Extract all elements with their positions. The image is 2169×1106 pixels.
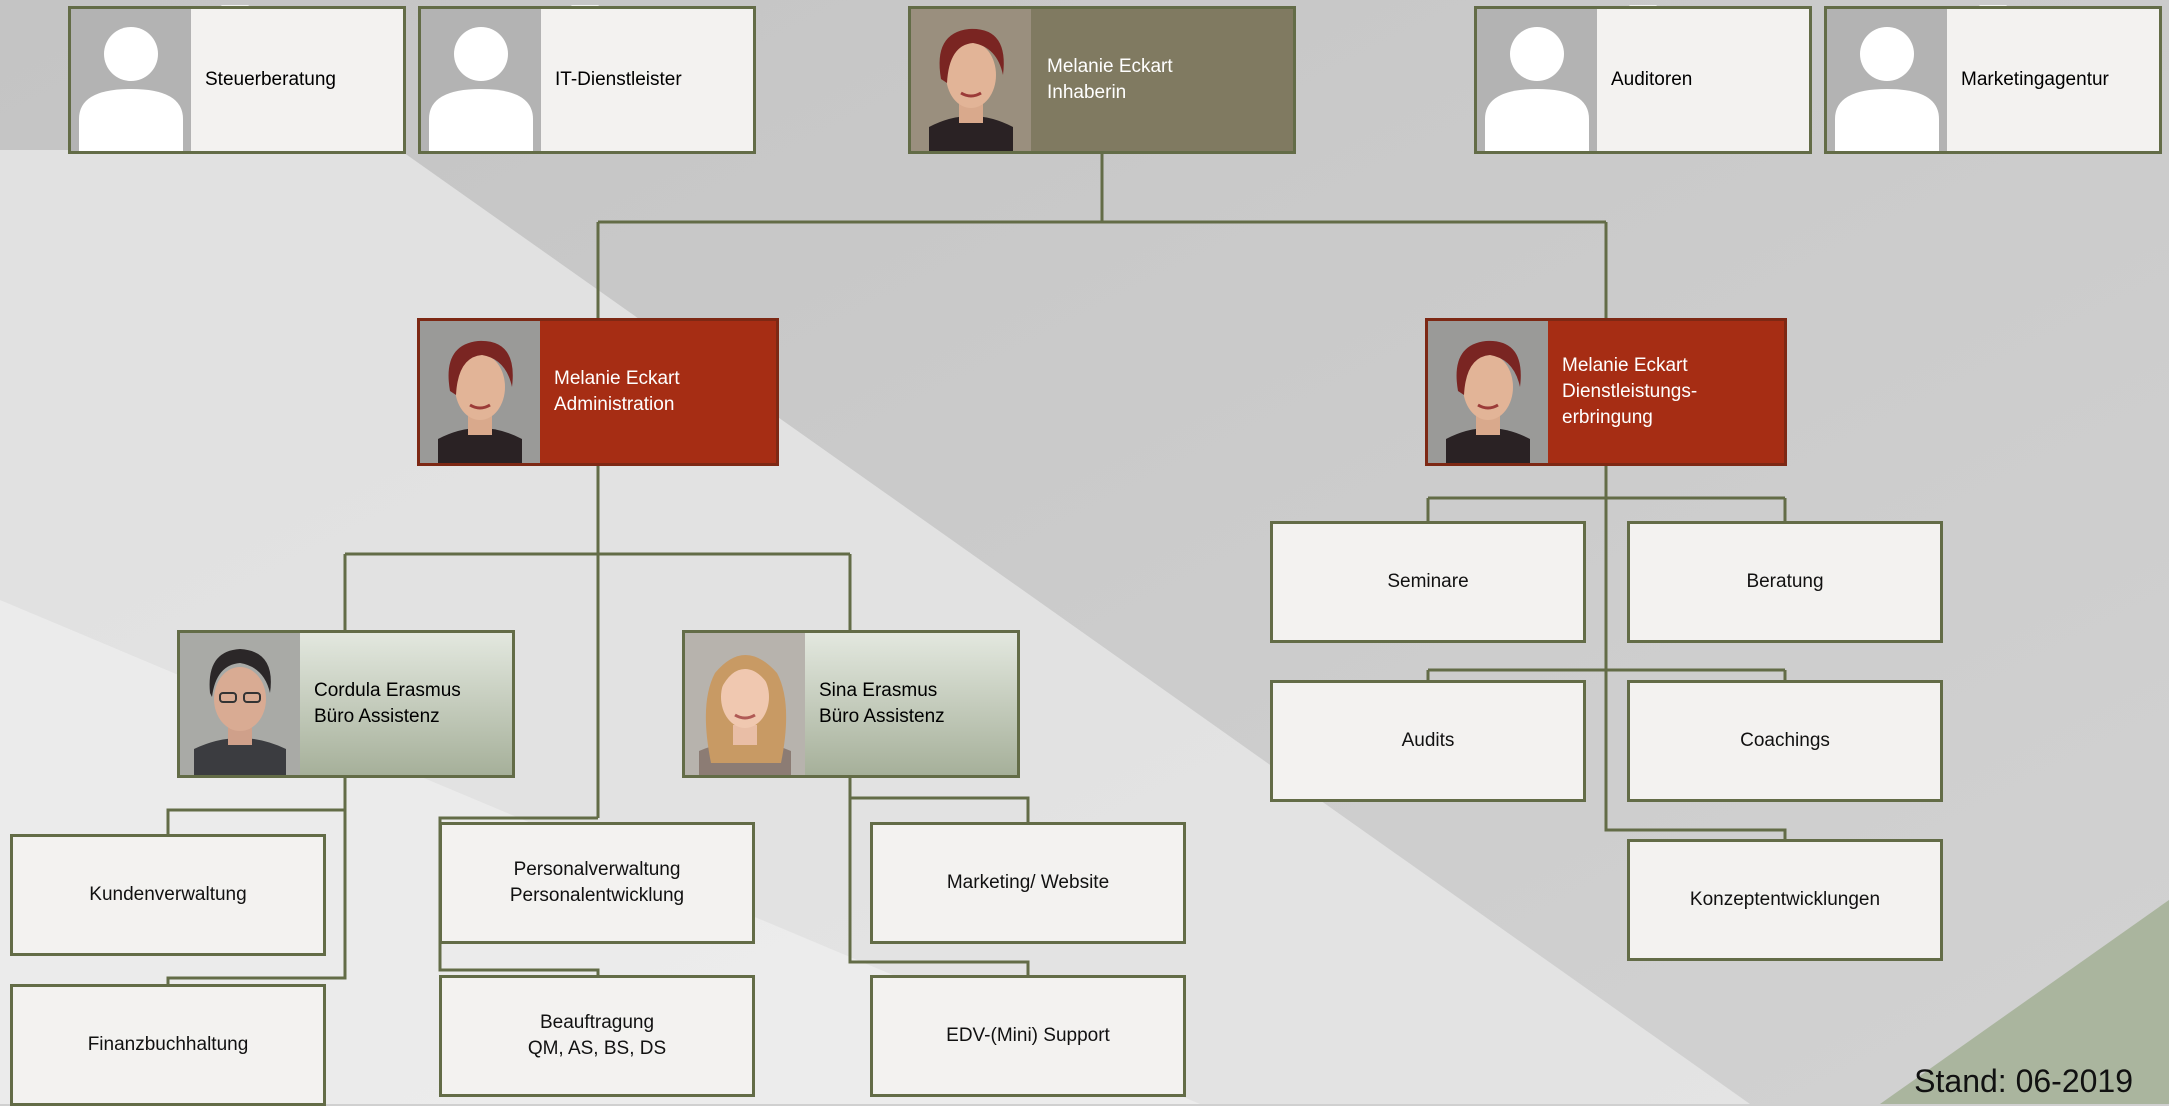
task-box-kundenverwaltung[interactable]: Kundenverwaltung	[10, 834, 326, 956]
manager-card-dienstleistung[interactable]: Melanie Eckart Dienstleistungs- erbringu…	[1425, 318, 1787, 466]
manager-photo	[1428, 321, 1548, 463]
partner-label: IT-Dienstleister	[555, 69, 682, 90]
task-label: Beratung	[1746, 571, 1824, 592]
person-placeholder-icon	[1827, 9, 1947, 151]
task-box-personal[interactable]: Personalverwaltung Personalentwicklung	[439, 822, 755, 944]
task-box-seminare[interactable]: Seminare	[1270, 521, 1586, 643]
partner-card-steuerberatung[interactable]: Steuerberatung	[68, 6, 406, 154]
partner-label: Marketingagentur	[1961, 69, 2109, 90]
task-label: Finanzbuchhaltung	[87, 1034, 249, 1055]
task-box-audits[interactable]: Audits	[1270, 680, 1586, 802]
task-label: Audits	[1401, 730, 1455, 751]
manager-photo	[420, 321, 540, 463]
person-placeholder-icon	[1477, 9, 1597, 151]
task-label: QM, AS, BS, DS	[527, 1038, 667, 1059]
task-box-finanzbuchhaltung[interactable]: Finanzbuchhaltung	[10, 984, 326, 1106]
partner-label: Auditoren	[1611, 69, 1693, 90]
task-label: Marketing/ Website	[946, 872, 1110, 893]
task-label: Konzeptentwicklungen	[1689, 889, 1881, 910]
task-box-beauftragung[interactable]: Beauftragung QM, AS, BS, DS	[439, 975, 755, 1097]
partner-card-marketingagentur[interactable]: Marketingagentur	[1824, 6, 2162, 154]
partner-label: Steuerberatung	[205, 69, 336, 90]
manager-name: Melanie Eckart	[554, 368, 680, 389]
owner-photo	[911, 9, 1031, 151]
task-label: Kundenverwaltung	[89, 884, 247, 905]
assistant-role: Büro Assistenz	[819, 706, 945, 727]
manager-name: Melanie Eckart	[1562, 355, 1688, 376]
assistant-photo	[685, 633, 805, 775]
manager-role-line: Dienstleistungs-	[1562, 381, 1698, 402]
task-box-marketing-website[interactable]: Marketing/ Website	[870, 822, 1186, 944]
stand-date: Stand: 06-2019	[1914, 1063, 2133, 1099]
assistant-card-sina[interactable]: Sina Erasmus Büro Assistenz	[682, 630, 1020, 778]
partner-card-it-dienstleister[interactable]: IT-Dienstleister	[418, 6, 756, 154]
manager-card-administration[interactable]: Melanie Eckart Administration	[417, 318, 779, 466]
assistant-photo	[180, 633, 300, 775]
owner-card[interactable]: Melanie Eckart Inhaberin	[908, 6, 1296, 154]
task-label: Seminare	[1387, 571, 1469, 592]
assistant-name: Cordula Erasmus	[314, 680, 461, 701]
task-box-beratung[interactable]: Beratung	[1627, 521, 1943, 643]
assistant-card-cordula[interactable]: Cordula Erasmus Büro Assistenz	[177, 630, 515, 778]
person-placeholder-icon	[421, 9, 541, 151]
manager-role-line: erbringung	[1562, 407, 1653, 428]
manager-role-line: Administration	[554, 394, 675, 415]
task-label: Coachings	[1740, 730, 1830, 751]
owner-name: Melanie Eckart	[1047, 56, 1173, 77]
owner-role: Inhaberin	[1047, 82, 1127, 103]
task-label: Beauftragung	[539, 1012, 655, 1033]
person-placeholder-icon	[71, 9, 191, 151]
task-box-coachings[interactable]: Coachings	[1627, 680, 1943, 802]
task-box-edv-support[interactable]: EDV-(Mini) Support	[870, 975, 1186, 1097]
assistant-name: Sina Erasmus	[819, 680, 938, 701]
partner-card-auditoren[interactable]: Auditoren	[1474, 6, 1812, 154]
task-box-konzeptentwicklungen[interactable]: Konzeptentwicklungen	[1627, 839, 1943, 961]
assistant-role: Büro Assistenz	[314, 706, 440, 727]
task-label: Personalentwicklung	[509, 885, 685, 906]
task-label: EDV-(Mini) Support	[946, 1025, 1110, 1046]
task-label: Personalverwaltung	[513, 859, 681, 880]
